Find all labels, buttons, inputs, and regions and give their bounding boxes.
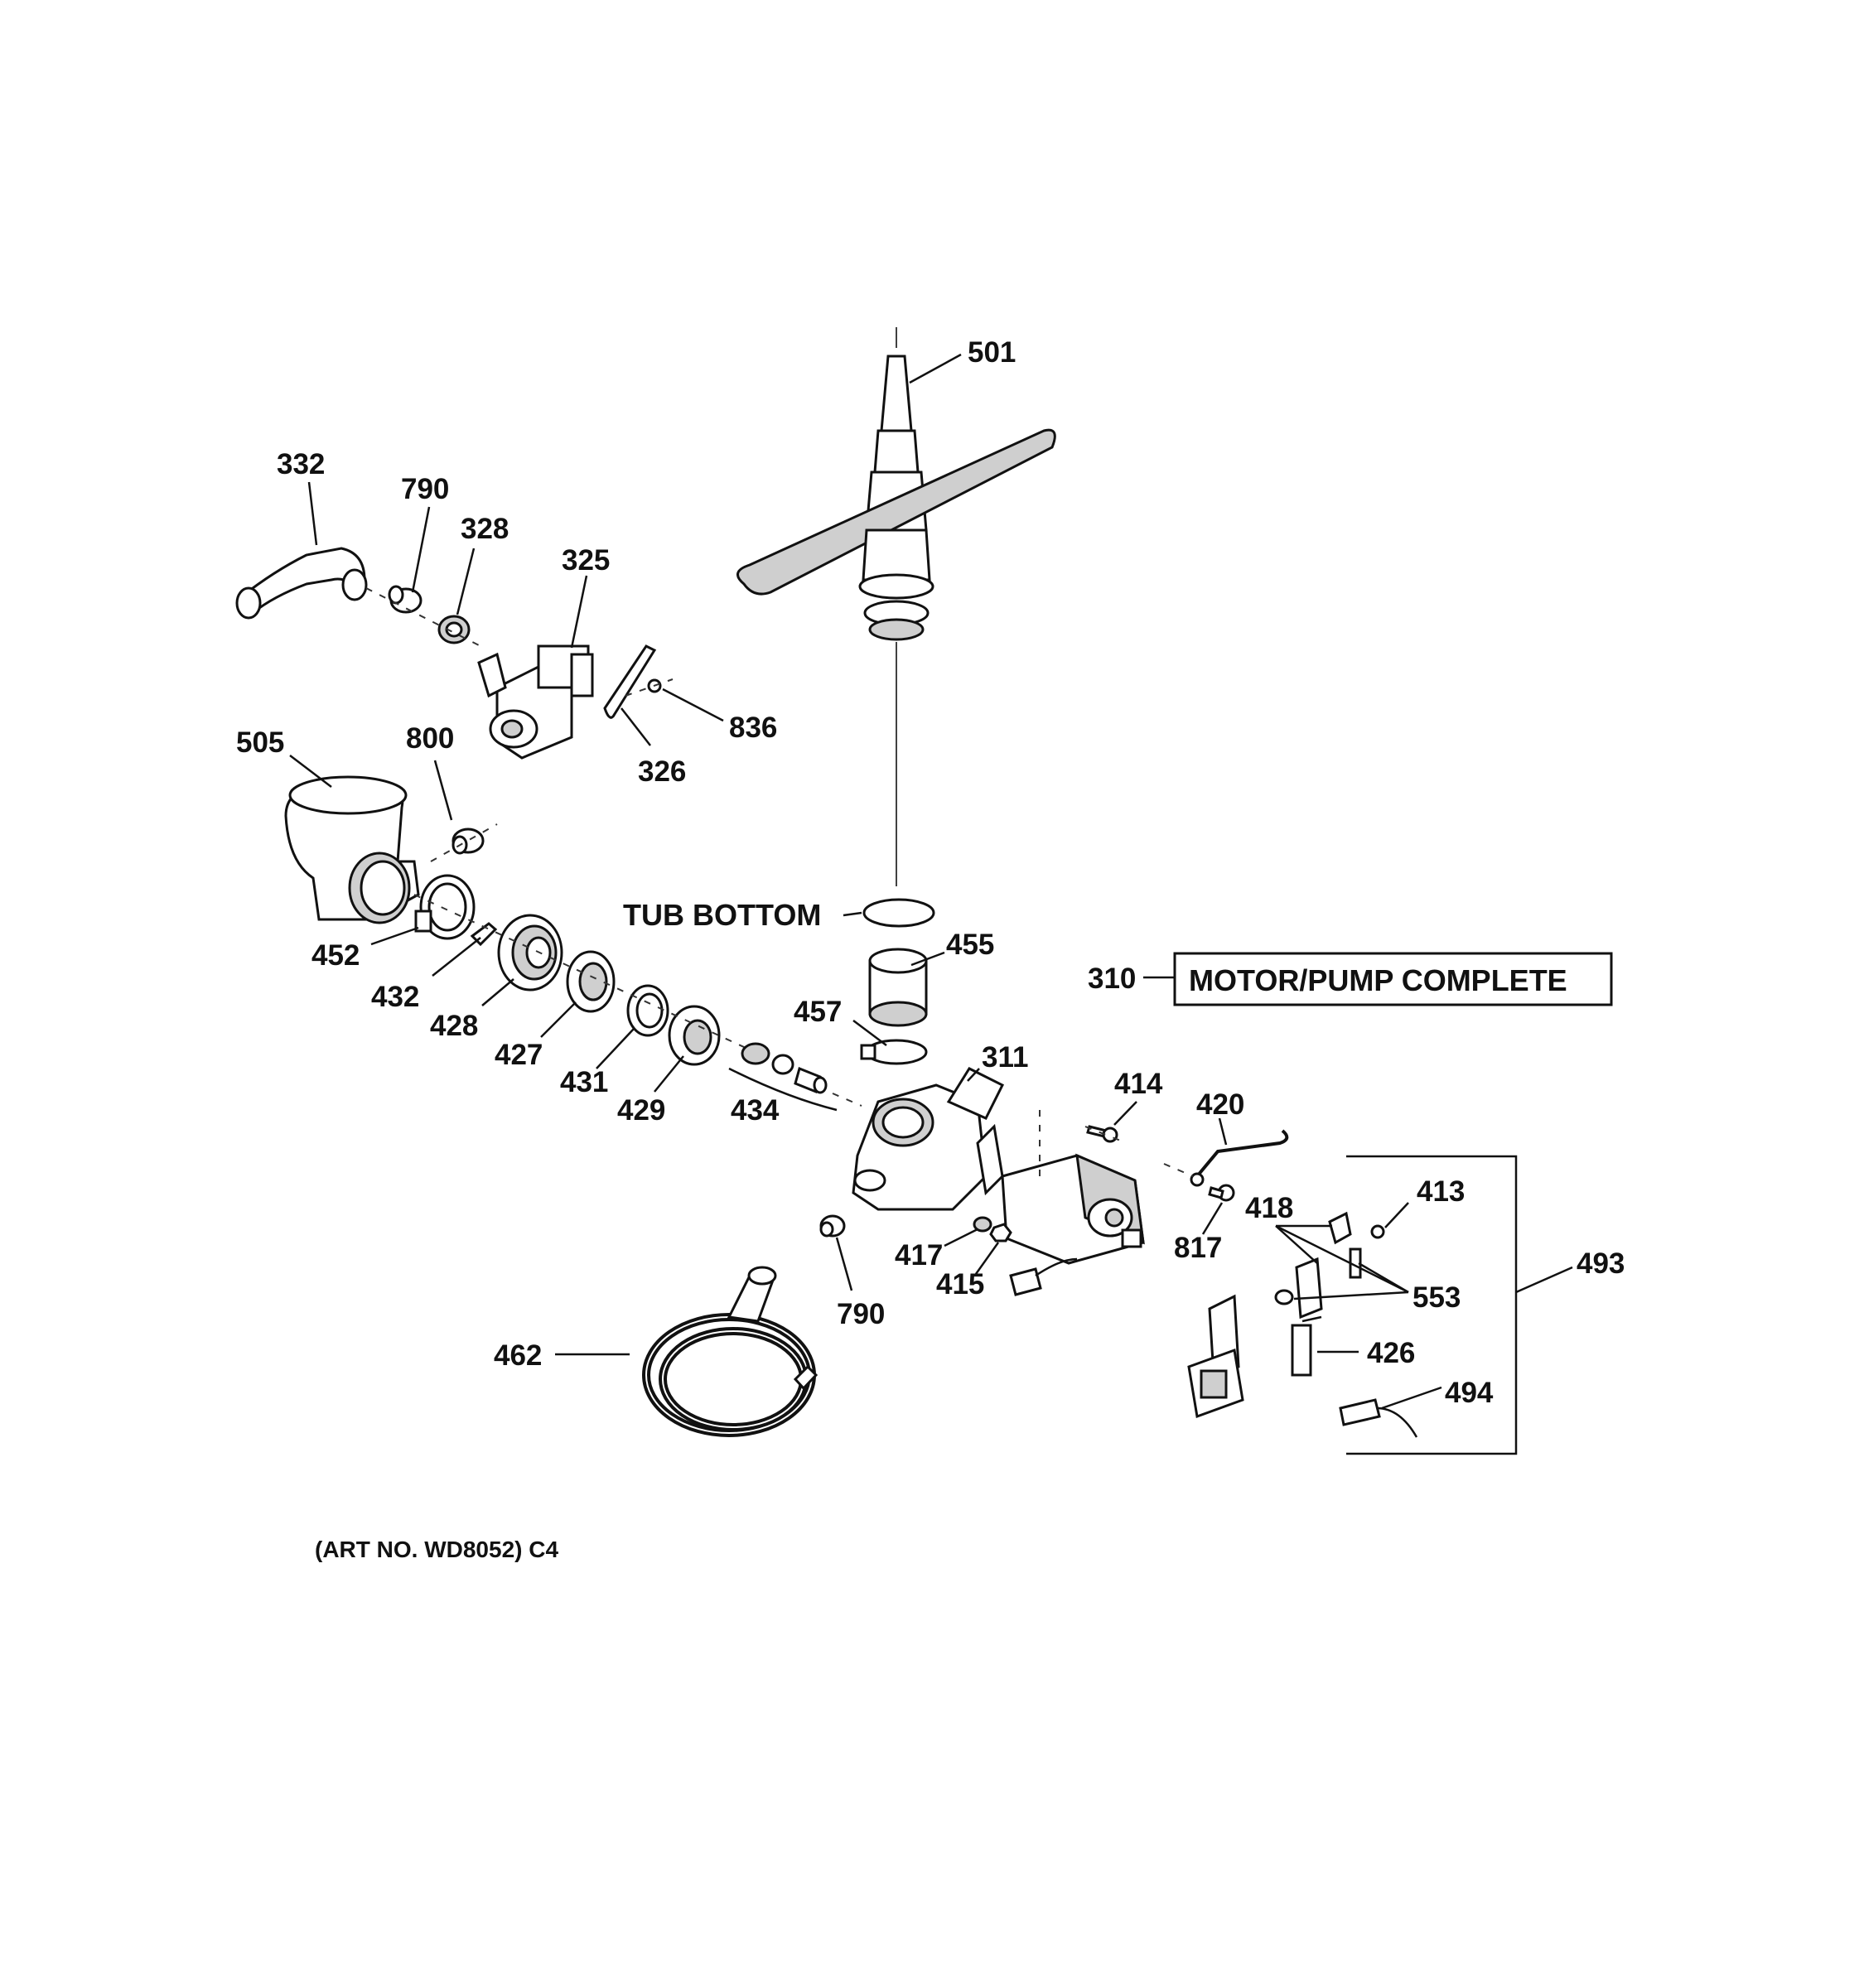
sump-505 (284, 775, 420, 924)
callout-311: 311 (982, 1041, 1028, 1074)
callout-310: 310 (1088, 963, 1136, 995)
clamp-800 (452, 828, 485, 855)
motor (1001, 1153, 1145, 1296)
callout-817: 817 (1174, 1232, 1222, 1264)
callout-325: 325 (562, 544, 610, 577)
washer-417 (973, 1216, 992, 1233)
clamp-452 (414, 874, 476, 940)
callout-415: 415 (936, 1268, 984, 1300)
callout-462: 462 (494, 1339, 542, 1372)
callout-431: 431 (560, 1066, 608, 1098)
nut-415 (989, 1223, 1012, 1242)
callout-494: 494 (1445, 1377, 1494, 1409)
callout-328: 328 (461, 513, 509, 545)
ring-431 (626, 984, 669, 1037)
callout-501: 501 (968, 336, 1016, 369)
callout-labels: 501 332 790 328 325 836 326 505 800 452 … (236, 336, 1625, 1562)
callout-505: 505 (236, 726, 284, 759)
solenoid-bracket (1187, 1294, 1244, 1419)
ring-427 (566, 950, 616, 1013)
rod-420 (1190, 1129, 1289, 1187)
callout-455: 455 (946, 929, 994, 961)
callout-414: 414 (1114, 1068, 1163, 1100)
callout-553: 553 (1412, 1281, 1461, 1314)
callout-417: 417 (895, 1239, 943, 1271)
art-number: (ART NO. WD8052) C4 (315, 1537, 558, 1562)
callout-427: 427 (495, 1039, 543, 1071)
callout-428: 428 (430, 1010, 478, 1042)
leader-lines (289, 353, 1442, 1410)
callout-426: 426 (1367, 1337, 1415, 1369)
callout-836: 836 (729, 712, 777, 744)
callout-413: 413 (1417, 1175, 1465, 1208)
callout-493: 493 (1577, 1247, 1625, 1280)
callout-418: 418 (1245, 1192, 1293, 1224)
clip-413 (1370, 1224, 1385, 1239)
clamp-790-upper (388, 585, 423, 614)
pump-housing-311 (852, 1067, 1005, 1211)
callout-434: 434 (731, 1094, 780, 1127)
callout-790-lower: 790 (837, 1298, 885, 1330)
bracket-493-group (1346, 1155, 1573, 1455)
spring-553 (1274, 1247, 1362, 1305)
clip-326 (603, 644, 657, 719)
callout-332: 332 (277, 448, 325, 480)
valve-325 (477, 644, 594, 760)
drain-hose-462 (642, 1266, 819, 1437)
callout-790-upper: 790 (401, 473, 449, 505)
spray-arm-501 (736, 327, 1056, 886)
callout-457: 457 (794, 996, 842, 1028)
tub-bottom-gasket (862, 898, 935, 928)
clamp-457 (860, 1039, 928, 1065)
seal-455 (868, 948, 928, 1027)
callout-432: 432 (371, 981, 419, 1013)
hose-332 (235, 547, 368, 620)
callout-429: 429 (617, 1094, 665, 1127)
callout-326: 326 (638, 755, 686, 788)
motor-pump-complete-box (1173, 952, 1613, 1006)
connector-494 (1339, 1398, 1418, 1438)
tub-bottom-label: TUB BOTTOM (623, 898, 821, 932)
screw-817 (1208, 1184, 1235, 1202)
clamp-790-lower (819, 1214, 846, 1238)
pin-426 (1291, 1315, 1322, 1377)
bushing-set-434 (728, 1042, 838, 1112)
callout-420: 420 (1196, 1088, 1244, 1121)
cover-429 (668, 1005, 721, 1066)
bracket-418 (1295, 1211, 1352, 1320)
callout-800: 800 (406, 722, 454, 755)
callout-452: 452 (311, 939, 360, 972)
impeller-428 (497, 914, 563, 992)
motor-pump-complete-label: MOTOR/PUMP COMPLETE (1189, 963, 1567, 997)
